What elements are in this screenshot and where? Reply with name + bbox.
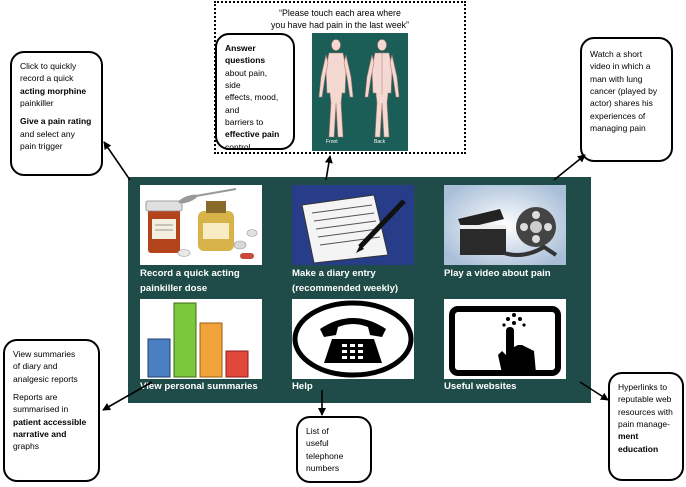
tablet-touch-icon (449, 306, 561, 376)
app-menu-panel: Record a quick acting painkiller dose Ma… (128, 177, 591, 403)
body-map-prompt: “Please touch each area where you have h… (271, 8, 409, 30)
view-summaries-button[interactable] (140, 299, 262, 379)
callout-summaries: View summaries of diary and analgesic re… (3, 339, 100, 482)
play-video-label[interactable]: Play a video about pain (444, 268, 551, 279)
front-label: Front (326, 139, 338, 145)
telephone-icon (292, 300, 414, 378)
arrow-to-record-callout (103, 141, 131, 181)
callout-video: Watch a short video in which a man with … (580, 37, 673, 162)
diary-entry-button[interactable] (292, 185, 414, 265)
body-outline-icon (318, 39, 400, 138)
callout-websites: Hyperlinks to reputable web resources wi… (608, 372, 684, 481)
callout-help: List of useful telephone numbers (296, 416, 372, 483)
callout-record-dose: Click to quickly record a quick acting m… (10, 51, 103, 176)
help-button[interactable] (292, 299, 414, 379)
body-map-figure[interactable]: Front Back (312, 33, 408, 151)
help-label[interactable]: Help (292, 381, 313, 392)
diary-pen-icon (301, 194, 406, 264)
film-reel-icon (444, 185, 566, 265)
useful-websites-label[interactable]: Useful websites (444, 381, 517, 392)
body-map-box: “Please touch each area where you have h… (214, 1, 466, 154)
useful-websites-button[interactable] (444, 299, 566, 379)
callout-diary: Answer questions about pain, side effect… (215, 33, 295, 152)
play-video-button[interactable] (444, 185, 566, 265)
medicine-bottles-icon (145, 188, 258, 259)
bar-chart-icon (147, 302, 249, 378)
view-summaries-label[interactable]: View personal summaries (140, 381, 258, 392)
record-dose-button[interactable] (140, 185, 262, 265)
record-dose-label[interactable]: Record a quick acting painkiller dose (140, 268, 240, 294)
diary-entry-label[interactable]: Make a diary entry (recommended weekly) (292, 268, 399, 294)
back-label: Back (374, 139, 386, 145)
